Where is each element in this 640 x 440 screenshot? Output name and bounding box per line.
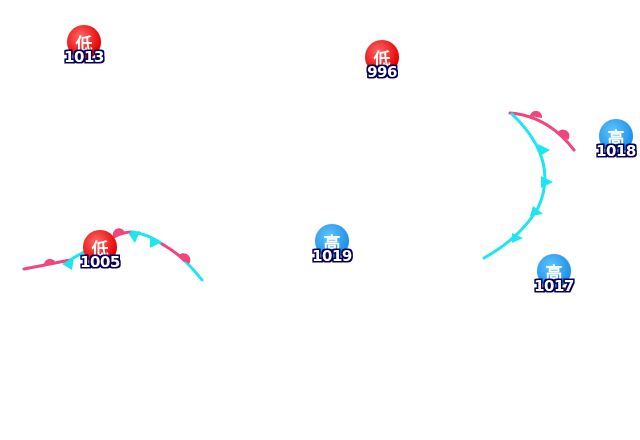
cold-front-triangle [62,257,74,270]
pressure-label: 1005 [80,253,120,271]
cold-front-triangle [538,144,550,156]
low-symbol: 低 [67,25,101,59]
front-east [482,110,576,260]
warm-front-segment [160,242,188,264]
high-symbol: 高 [599,119,633,153]
warm-front-bump [178,253,191,264]
cold-front-segment [482,112,547,260]
high-pressure-center[interactable]: 高 1018 [591,119,640,169]
high-symbol: 高 [315,224,349,258]
cold-front-triangle [530,206,543,216]
warm-front-segment [508,111,576,152]
low-pressure-center[interactable]: 低 1005 [75,230,125,280]
cold-front-triangle [128,231,140,243]
warm-front-bump [43,258,56,266]
low-pressure-center[interactable]: 低 1013 [59,25,109,75]
high-symbol: 高 [537,254,571,288]
cold-front-triangle [150,236,160,248]
pressure-label: 1018 [596,142,636,160]
pressure-label: 1019 [312,247,352,265]
low-symbol: 低 [365,40,399,74]
cold-front-segment [184,260,204,282]
low-pressure-center[interactable]: 低 996 [357,40,407,90]
warm-front-bump [530,110,543,118]
high-pressure-center[interactable]: 高 1017 [529,254,579,304]
high-pressure-center[interactable]: 高 1019 [307,224,357,274]
warm-front-bump [112,228,125,236]
cold-front-triangle [512,233,523,243]
pressure-label: 996 [367,63,397,81]
low-symbol: 低 [83,230,117,264]
warm-front-bump [558,129,570,140]
pressure-label: 1017 [534,277,574,295]
cold-front-triangle [541,176,553,188]
pressure-label: 1013 [64,48,104,66]
